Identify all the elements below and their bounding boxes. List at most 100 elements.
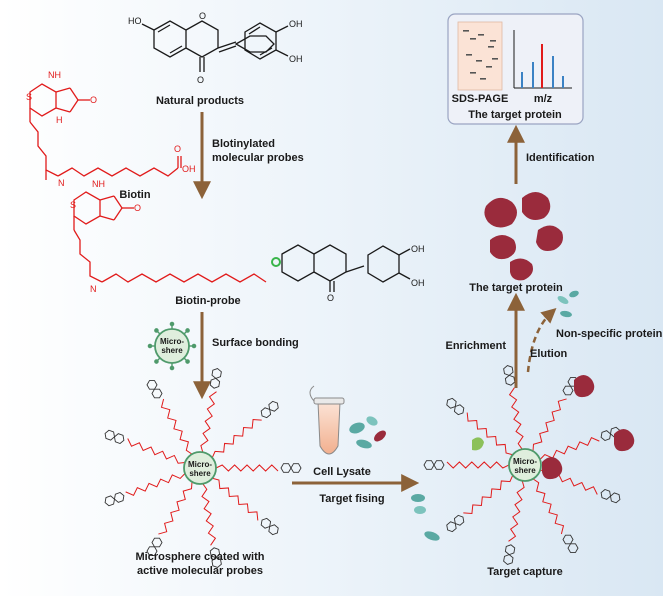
probe-head: [151, 388, 163, 399]
bead-label-line1: Micro-: [160, 337, 184, 346]
gel-band: [486, 66, 492, 68]
biotin-structure: [29, 83, 182, 180]
sds-page-gel: [457, 21, 503, 91]
probe-head: [113, 491, 125, 503]
biotin-atom-oh: OH: [182, 164, 196, 174]
target-protein-mid-label: The target protein: [469, 282, 563, 294]
gel-band: [463, 30, 469, 32]
probe-head: [567, 543, 579, 553]
cell-lysate-label: Cell Lysate: [313, 466, 371, 478]
sds-page-label: SDS-PAGE: [452, 93, 509, 105]
bead-spike-tip: [185, 328, 190, 333]
probe-linker: [446, 461, 510, 469]
probe-atom-nh: NH: [92, 179, 105, 189]
gel-band: [470, 38, 476, 40]
gel-band: [492, 58, 498, 60]
probe-head: [211, 557, 222, 568]
probe-head: [209, 377, 221, 389]
biotin-probe-label: Biotin-probe: [175, 295, 240, 307]
bead-spike-tip: [191, 343, 197, 349]
microsphere-core: [183, 451, 217, 485]
probe-head: [104, 495, 115, 507]
probe-head: [113, 433, 125, 445]
bead-spike-tip: [147, 343, 153, 349]
biotin-atom-o2: O: [174, 144, 181, 154]
biotin-probe-structure: [73, 191, 411, 292]
natural-product-structure: [141, 20, 289, 72]
microsphere-core: [508, 448, 542, 482]
target-capture-label: Target capture: [487, 566, 563, 578]
bead-spike-tip: [185, 359, 190, 364]
atom-oh-2: OH: [289, 54, 303, 64]
microsphere-coated-label-2: active molecular probes: [137, 565, 263, 577]
identification-result-box: SDS-PAGE m/z The target protein: [447, 13, 584, 125]
probe-head: [433, 460, 445, 470]
probe-linker: [532, 398, 567, 452]
probe-atom-oh-2: OH: [411, 278, 425, 288]
probe-head: [104, 429, 115, 441]
probe-head: [503, 365, 514, 376]
surface-bonding-label: Surface bonding: [212, 337, 299, 349]
probe-linker: [125, 473, 186, 497]
non-specific-protein-label: Non-specific protein: [556, 328, 663, 340]
biotin-atom-s: S: [26, 92, 32, 102]
bead-spike-tip: [154, 359, 159, 364]
cell-lysate-tube: [309, 385, 345, 455]
identification-label: Identification: [526, 152, 595, 164]
microsphere-coated-label-1: Microsphere coated with: [136, 551, 265, 563]
enrichment-label: Enrichment: [445, 340, 506, 352]
biotinylated-probes-label-2: molecular probes: [212, 152, 304, 164]
bead-label-line2: shere: [161, 346, 183, 355]
probe-head: [211, 368, 222, 379]
bead-spike-tip: [154, 328, 159, 333]
core-label-line1: Micro-: [513, 457, 537, 466]
probe-head: [446, 397, 457, 409]
probe-head: [446, 521, 457, 533]
arrow-elution: [526, 307, 557, 373]
elution-label: Elution: [530, 348, 568, 360]
probe-head: [504, 544, 516, 556]
gel-band: [476, 60, 482, 62]
probe-linker: [463, 475, 514, 514]
biotin-label: Biotin: [119, 189, 150, 201]
atom-ho: HO: [128, 16, 142, 26]
probe-head: [268, 524, 279, 536]
probe-atom-oh-1: OH: [411, 244, 425, 254]
mass-spectrum: [513, 30, 572, 89]
lysate-proteins: [349, 416, 386, 449]
probe-head: [503, 554, 514, 565]
probe-head: [453, 514, 465, 526]
probe-linker: [160, 398, 193, 455]
probe-linker: [211, 419, 262, 458]
bead-spike-tip: [169, 365, 175, 371]
atom-o-ring: O: [199, 11, 206, 21]
core-label-line2: shere: [514, 466, 536, 475]
gel-band: [490, 40, 496, 42]
biotin-atom-h: H: [56, 115, 63, 125]
target-protein-top-label: The target protein: [468, 109, 562, 121]
core-label-line1: Micro-: [188, 460, 212, 469]
probe-head: [260, 407, 272, 419]
coated-microsphere: Micro-shere: [104, 368, 302, 568]
probe-linker: [201, 483, 217, 546]
probe-head: [453, 404, 465, 416]
linker-junction-dot: [271, 257, 281, 267]
probe-head: [600, 430, 612, 442]
probe-atom-o-carbonyl: O: [327, 293, 334, 303]
probe-head: [151, 537, 163, 548]
probe-linker: [158, 481, 193, 535]
probe-atom-s: S: [70, 200, 76, 210]
gel-band: [466, 54, 472, 56]
probe-head: [562, 385, 574, 396]
purified-target-proteins: [484, 192, 563, 281]
probe-head: [600, 488, 612, 500]
natural-products-label: Natural products: [156, 95, 244, 107]
probe-head: [562, 534, 574, 545]
captured-proteins: [411, 375, 635, 541]
probe-head: [146, 380, 158, 390]
probe-head: [290, 463, 302, 473]
probe-head: [146, 546, 158, 556]
biotin-atom-nh: NH: [48, 70, 61, 80]
